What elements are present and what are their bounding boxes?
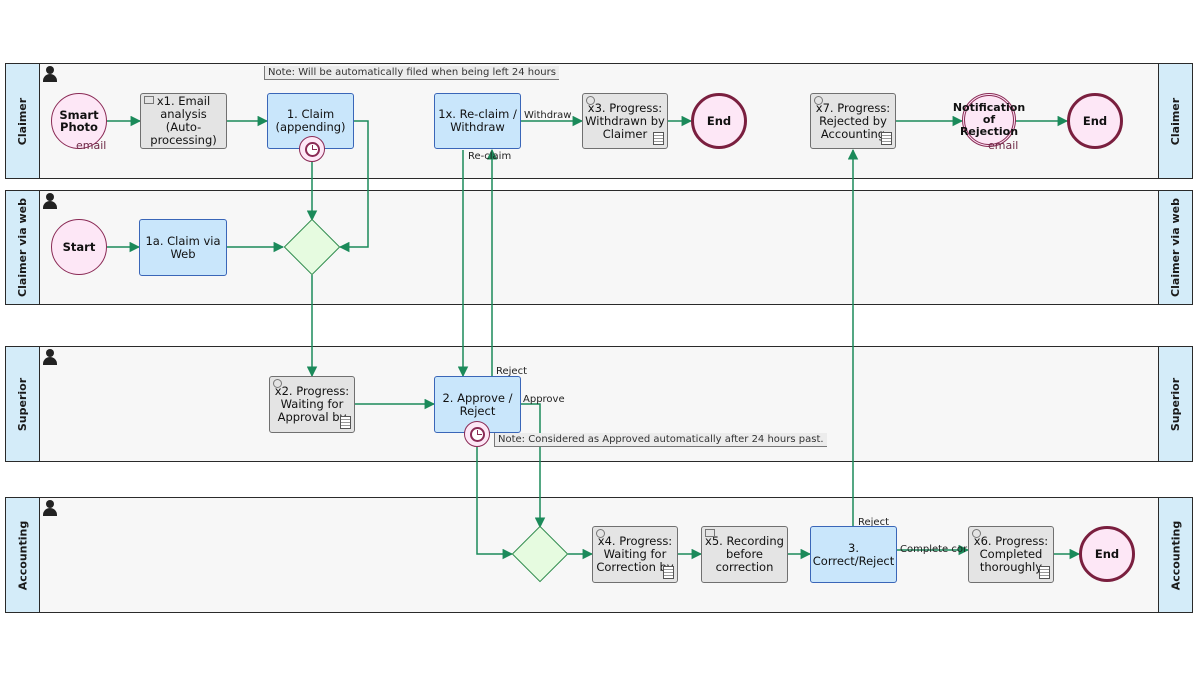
flow-label-approve: Approve — [523, 394, 565, 405]
clock-icon — [304, 141, 320, 157]
timer-event-approve[interactable] — [464, 421, 490, 447]
clock-icon — [469, 426, 485, 442]
flow-claim-timer-to-gateway — [338, 120, 369, 253]
lane-label-claimer-right: Claimer — [1158, 64, 1192, 178]
flow-label-withdraw: Withdraw — [524, 110, 572, 121]
calculator-icon — [663, 566, 674, 579]
lane-label-superior: Superior — [6, 347, 40, 461]
task-x6-completed[interactable]: x6. Progress: Completed thoroughly — [968, 526, 1054, 583]
task-x4-waiting-correction[interactable]: x4. Progress: Waiting for Correction by — [592, 526, 678, 583]
start-event-smart-photo[interactable]: Smart Photo — [51, 93, 107, 149]
calculator-icon — [1039, 566, 1050, 579]
gear-icon — [814, 96, 823, 105]
task-x3-withdrawn[interactable]: x3. Progress: Withdrawn by Claimer — [582, 93, 668, 149]
calculator-icon — [653, 132, 664, 145]
person-icon — [43, 66, 57, 82]
task-x2-waiting-approval[interactable]: x2. Progress: Waiting for Approval by — [269, 376, 355, 433]
end-event-rejected[interactable]: End — [1067, 93, 1123, 149]
task-1a-claim-via-web[interactable]: 1a. Claim via Web — [139, 219, 227, 276]
end-event-notification[interactable]: Notification of Rejection — [953, 93, 1025, 147]
task-x1-email-analysis[interactable]: x1. Email analysis (Auto-processing) — [140, 93, 227, 149]
task-3-correct-reject[interactable]: 3. Correct/Reject — [810, 526, 897, 583]
lane-label-claimer: Claimer — [6, 64, 40, 178]
screen-icon — [705, 529, 715, 537]
calculator-icon — [340, 416, 351, 429]
note-auto-file: Note: Will be automatically filed when b… — [264, 66, 559, 80]
person-icon — [43, 193, 57, 209]
lane-label-claimer-via-web-right: Claimer via web — [1158, 191, 1192, 304]
task-1x-reclaim-withdraw[interactable]: 1x. Re-claim / Withdraw — [434, 93, 521, 149]
event-sublabel-email: email — [76, 139, 107, 152]
gear-icon — [273, 379, 282, 388]
flow-approve-to-gateway — [521, 403, 546, 529]
calculator-icon — [881, 132, 892, 145]
timer-event-claim[interactable] — [299, 136, 325, 162]
gear-icon — [972, 529, 981, 538]
flow-label-reject-accounting: Reject — [858, 517, 890, 528]
flow-label-reject-superior: Reject — [496, 366, 528, 377]
lane-label-accounting-right: Accounting — [1158, 498, 1192, 612]
gear-icon — [586, 96, 595, 105]
lane-label-claimer-via-web: Claimer via web — [6, 191, 40, 304]
lane-label-superior-right: Superior — [1158, 347, 1192, 461]
task-x7-rejected[interactable]: x7. Progress: Rejected by Accounting — [810, 93, 896, 149]
start-event-web[interactable]: Start — [51, 219, 107, 275]
flow-label-complete: Complete cor — [900, 544, 968, 555]
end-event-withdrawn[interactable]: End — [691, 93, 747, 149]
event-sublabel-email-notification: email — [988, 139, 1019, 152]
person-icon — [43, 500, 57, 516]
task-x5-recording[interactable]: x5. Recording before correction — [701, 526, 788, 583]
screen-icon — [144, 96, 154, 104]
note-auto-approve: Note: Considered as Approved automatical… — [494, 433, 827, 447]
flow-timer-to-gateway — [476, 447, 514, 560]
flow-label-reclaim: Re-claim — [468, 151, 512, 162]
end-event-completed[interactable]: End — [1079, 526, 1135, 582]
gear-icon — [596, 529, 605, 538]
lane-label-accounting: Accounting — [6, 498, 40, 612]
person-icon — [43, 349, 57, 365]
